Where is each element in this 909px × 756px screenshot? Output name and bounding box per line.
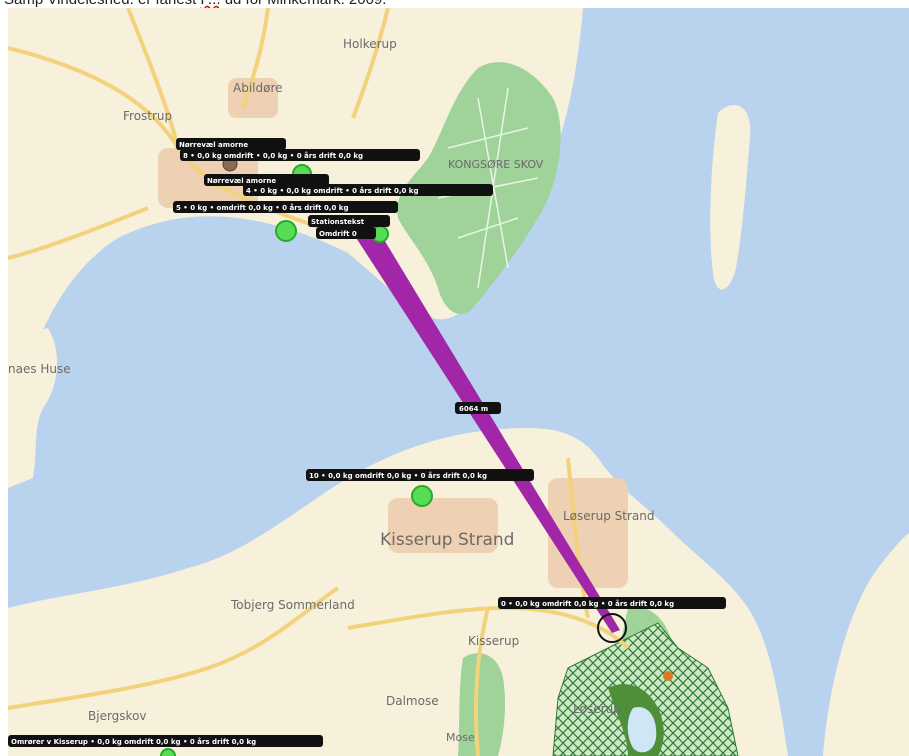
place-naes-huse: naes Huse (8, 362, 71, 376)
selected-point-ring[interactable] (597, 613, 627, 643)
place-tobjerg: Tobjerg Sommerland (230, 598, 355, 612)
island-east (710, 105, 751, 290)
lake-light-blue (627, 707, 657, 753)
annotation-top-f: Stationstekst (311, 218, 365, 226)
town-abildore (228, 78, 278, 118)
forest-south (458, 653, 506, 756)
town-kisserup-strand (388, 498, 498, 553)
place-abildore: Abildøre (233, 81, 283, 95)
annotation-route-length: 6064 m (459, 405, 488, 413)
annotation-mid-station: 10 • 0,0 kg omdrift 0,0 kg • 0 års drift… (309, 471, 487, 480)
station-point[interactable] (275, 220, 297, 242)
annotation-top-b: 8 • 0,0 kg omdrift • 0,0 kg • 0 års drif… (183, 151, 363, 160)
discharge-point[interactable] (663, 671, 673, 681)
land-east (823, 533, 909, 756)
place-dalmose: Dalmose (386, 694, 439, 708)
place-frostrup: Frostrup (123, 109, 172, 123)
route-wedge (353, 233, 620, 633)
annotation-top-e: 5 • 0 kg • omdrift 0,0 kg • 0 års drift … (176, 203, 348, 212)
place-loserup: Løserup (573, 702, 621, 716)
place-holkerup: Holkerup (343, 37, 397, 51)
annotation-top-a: Nørrevæl amorne (179, 141, 248, 149)
map-canvas[interactable]: Holkerup Abildøre Frostrup KONGSØRE SKOV… (8, 8, 909, 756)
figure-caption: Samp Vindeleshed. er farlest F... ud for… (4, 0, 386, 8)
land-west (8, 328, 58, 488)
station-point[interactable] (411, 485, 433, 507)
annotation-bottom-left: Omrører v Kisserup • 0,0 kg omdrift 0,0 … (11, 737, 256, 746)
place-losrup-strand: Løserup Strand (563, 509, 654, 523)
place-kongsore-skov: KONGSØRE SKOV (448, 158, 544, 171)
caption-misspelled-word: F... (201, 0, 221, 8)
place-bjergskov: Bjergskov (88, 709, 147, 723)
annotation-south-station: 0 • 0,0 kg omdrift 0,0 kg • 0 års drift … (501, 599, 674, 608)
station-point[interactable] (160, 748, 176, 756)
place-mose: Mose (446, 731, 475, 744)
caption-suffix: ud for Minkemark. 2009. (221, 0, 387, 8)
protected-area-hatched (552, 622, 739, 756)
caption-prefix: Samp Vindeleshed. er farlest (4, 0, 201, 8)
annotation-top-g: Omdrift 0 (319, 230, 357, 238)
place-kisserup: Kisserup (468, 634, 519, 648)
annotation-labels: Nørrevæl amorne 8 • 0,0 kg omdrift • 0,0… (8, 138, 726, 747)
land-north (8, 8, 583, 388)
annotation-top-c: Nørrevæl amorne (207, 177, 276, 185)
place-kisserup-strand: Kisserup Strand (380, 530, 514, 550)
annotation-top-d: 4 • 0 kg • 0,0 kg omdrift • 0 års drift … (246, 186, 418, 195)
